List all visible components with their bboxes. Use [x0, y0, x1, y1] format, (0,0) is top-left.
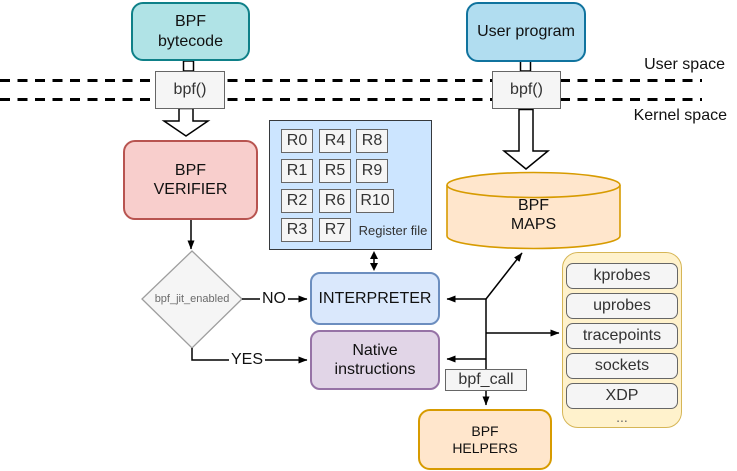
- hollow-arrow-syscall-to-maps: [501, 108, 551, 170]
- hooks-more-label: ...: [616, 409, 628, 425]
- register-r7: R7: [319, 218, 351, 242]
- hook-points-panel: kprobes uprobes tracepoints sockets XDP …: [562, 252, 682, 428]
- register-r10: R10: [356, 189, 394, 213]
- branch-no-label: NO: [260, 290, 288, 308]
- arrowhead-down-icon: [370, 263, 378, 271]
- register-file-caption: Register file: [358, 223, 428, 238]
- native-instructions-node: Native instructions: [310, 330, 440, 390]
- hook-sockets: sockets: [566, 353, 678, 379]
- bpf-maps-label: BPF MAPS: [510, 196, 557, 233]
- register-r6: R6: [319, 189, 351, 213]
- bpf-syscall-box-right: bpf(): [492, 71, 561, 109]
- bpf-syscall-box-left: bpf(): [155, 71, 225, 109]
- register-r0: R0: [281, 129, 313, 153]
- hollow-arrow-syscall-to-verifier: [161, 107, 211, 137]
- user-space-label: User space: [644, 56, 725, 73]
- bpf-jit-enabled-label: bpf_jit_enabled: [154, 293, 230, 306]
- register-r2: R2: [281, 189, 313, 213]
- register-r1: R1: [281, 159, 313, 183]
- bpf-bytecode-node: BPF bytecode: [131, 2, 250, 61]
- arrow-yes-to-native: [191, 348, 308, 364]
- kernel-space-label: Kernel space: [633, 107, 727, 124]
- user-program-node: User program: [466, 2, 586, 62]
- arrowhead-up-icon: [370, 251, 378, 259]
- hook-uprobes: uprobes: [566, 293, 678, 319]
- bpf-verifier-node: BPF VERIFIER: [123, 140, 258, 220]
- register-file-panel: R0 R1 R2 R3 R4 R5 R6 R7 R8 R9 R10 Regist…: [269, 120, 432, 250]
- bpf-maps-cylinder-top: [446, 171, 621, 199]
- register-r4: R4: [319, 129, 351, 153]
- arrow-junction-to-maps: [485, 252, 523, 300]
- register-r9: R9: [356, 159, 388, 183]
- bpf-helpers-node: BPF HELPERS: [418, 409, 552, 470]
- hook-xdp: XDP: [566, 383, 678, 409]
- register-r5: R5: [319, 159, 351, 183]
- hook-tracepoints: tracepoints: [566, 323, 678, 349]
- connector-userprogram-to-bpf-syscall: [519, 60, 532, 72]
- connector-bytecode-to-bpf-syscall: [182, 60, 195, 72]
- register-r8: R8: [356, 129, 388, 153]
- register-r3: R3: [281, 218, 313, 242]
- bpf-maps-cylinder-body: [446, 185, 621, 250]
- interpreter-node: INTERPRETER: [310, 272, 440, 325]
- hook-kprobes: kprobes: [566, 263, 678, 289]
- branch-yes-label: YES: [228, 351, 266, 369]
- bpf-call-box: bpf_call: [445, 369, 527, 391]
